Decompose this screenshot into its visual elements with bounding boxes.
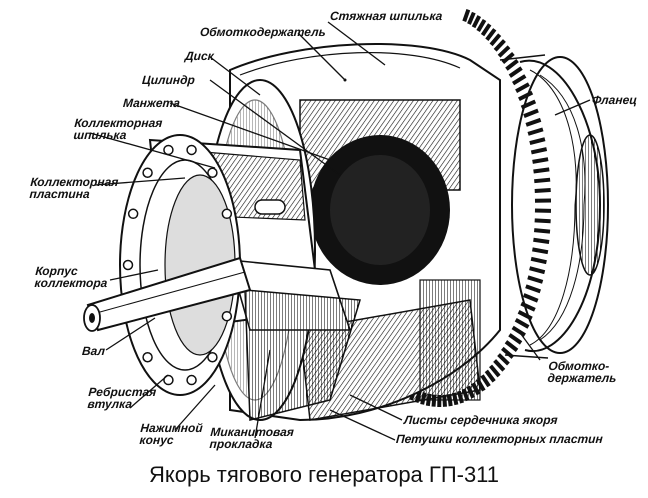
bolt: [163, 374, 174, 386]
bolt: [221, 310, 233, 322]
tooth: [497, 353, 510, 366]
tooth: [493, 39, 506, 52]
label-disk: Диск: [184, 49, 215, 63]
tooth: [523, 108, 539, 118]
bolt: [207, 352, 218, 363]
tooth: [489, 364, 501, 378]
label-manzheta: Манжета: [122, 96, 181, 110]
tooth: [504, 340, 519, 352]
label-obmotkoderzhatel: Обмоткодержатель: [199, 25, 327, 39]
tooth: [518, 90, 534, 102]
tooth: [517, 310, 533, 321]
tooth: [534, 218, 551, 224]
label-petushki: Петушки коллекторных пластин: [395, 432, 604, 446]
bolt: [221, 208, 233, 220]
tooth: [525, 284, 541, 294]
label-obmotkoderzhatel-2: Обмотко- держатель: [547, 359, 617, 385]
tooth: [462, 9, 471, 22]
tooth: [532, 247, 549, 255]
tooth: [522, 293, 539, 303]
tooth: [530, 256, 547, 265]
bolt: [207, 167, 218, 178]
bolt: [186, 144, 197, 156]
tooth: [489, 33, 502, 47]
tooth: [508, 66, 523, 78]
tooth: [534, 177, 551, 184]
bolt: [186, 374, 197, 386]
tooth: [530, 147, 548, 155]
tooth: [476, 18, 487, 32]
bolt: [127, 208, 139, 220]
bolt: [142, 167, 153, 178]
bolt: [122, 259, 134, 271]
label-kollektornaya-plastina: Коллекторная пластина: [29, 175, 119, 201]
tooth: [527, 275, 544, 284]
tooth: [515, 82, 530, 94]
tooth: [527, 127, 544, 136]
tooth: [497, 45, 511, 58]
figure-caption: Якорь тягового генератора ГП-311: [148, 462, 500, 487]
label-kollektornaya-shpilka: Коллекторная шпилька: [73, 116, 163, 142]
label-nazhimnoy-konus: Нажимной конус: [139, 421, 204, 447]
tooth: [508, 333, 523, 345]
tooth: [525, 117, 542, 127]
tooth: [501, 346, 515, 359]
label-listy-serdechnika: Листы сердечника якоря: [403, 413, 559, 427]
tooth: [480, 374, 491, 388]
tooth: [529, 266, 546, 275]
tooth: [480, 23, 492, 37]
label-anchor: [343, 78, 347, 82]
tooth: [467, 11, 476, 25]
label-korpus-kollektora: Корпус коллектора: [34, 264, 108, 290]
tooth: [514, 318, 530, 329]
tooth: [501, 51, 515, 65]
tooth: [520, 99, 537, 110]
tooth: [534, 188, 551, 193]
leader-lines: [89, 21, 591, 441]
label-mikanitovaya-prokladka: Миканитовая прокладка: [209, 425, 295, 451]
bolt: [163, 144, 174, 156]
tooth: [471, 15, 482, 29]
tooth: [505, 58, 519, 71]
label-styazhnaya-shpilka: Стяжная шпилька: [329, 9, 443, 23]
tooth: [529, 137, 546, 145]
tooth: [512, 74, 527, 86]
label-val: Вал: [81, 344, 106, 358]
tooth: [520, 301, 536, 312]
tooth: [533, 228, 551, 234]
label-tsilindr: Цилиндр: [141, 73, 196, 87]
label-rebristaya-vtulka: Ребристая втулка: [87, 385, 157, 411]
tooth: [493, 359, 506, 372]
bolt: [142, 352, 153, 363]
tooth: [532, 157, 549, 164]
tooth: [533, 237, 550, 244]
tooth: [484, 369, 496, 383]
label-flanets: Фланец: [591, 93, 638, 107]
tooth: [533, 167, 550, 174]
shaft: [83, 256, 252, 332]
tooth: [485, 28, 497, 41]
